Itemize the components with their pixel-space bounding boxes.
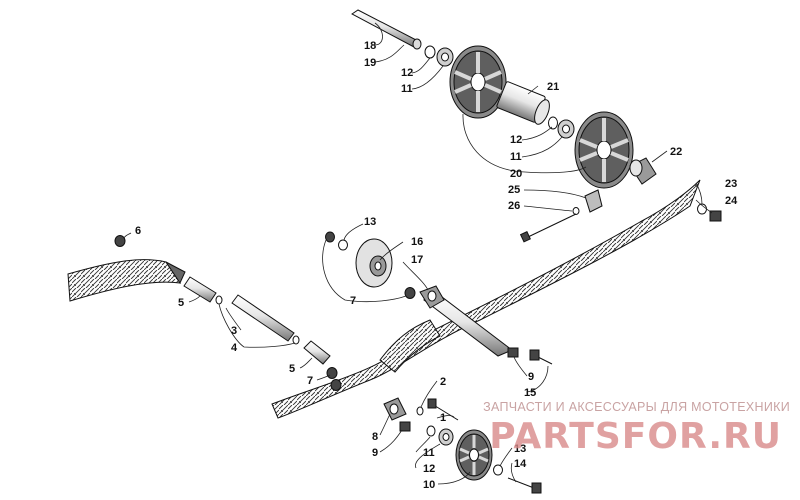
adjuster-bolt-26 (519, 213, 577, 243)
callout-23: 23 (725, 178, 737, 190)
left-slide-rail (67, 259, 186, 302)
callout-19: 19 (364, 57, 376, 69)
callout-17: 17 (411, 254, 423, 266)
callout-3: 3 (231, 325, 237, 337)
spacer-tube-21 (496, 81, 550, 125)
callout-14: 14 (514, 458, 527, 470)
ring-4-left (215, 295, 223, 305)
callout-7-lower: 7 (307, 375, 313, 387)
snap-ring-12-top (424, 45, 436, 59)
partsfor-logo: PARTSFOR.RU (489, 416, 782, 456)
idler-wheel-10 (455, 429, 493, 481)
callout-8: 8 (372, 431, 378, 443)
arm-bracket-8 (383, 397, 407, 421)
callout-9-lower: 9 (372, 447, 378, 459)
callout-12-mid: 12 (510, 134, 522, 146)
watermark-caption: ЗАПЧАСТИ И АКСЕССУАРЫ ДЛЯ МОТОТЕХНИКИ (483, 400, 790, 414)
callout-15: 15 (524, 387, 536, 399)
nut-13-upper (325, 231, 335, 243)
leader-lines (123, 22, 713, 485)
callout-12-lower: 12 (423, 463, 435, 475)
snap-ring-12-mid (548, 116, 558, 130)
nut-7-lower-b (330, 379, 342, 391)
callout-5-left: 5 (178, 297, 184, 309)
callout-labels: 18 19 12 11 21 12 11 20 22 25 26 23 24 6… (135, 40, 738, 491)
bearing-11-mid (557, 119, 575, 139)
callout-25: 25 (508, 184, 520, 196)
callout-10: 10 (423, 479, 435, 491)
callout-22: 22 (670, 146, 682, 158)
callout-21: 21 (547, 81, 559, 93)
bearing-11-top (436, 47, 454, 67)
callout-12-top: 12 (401, 67, 413, 79)
idler-wheel-upper (449, 45, 507, 119)
idler-wheel-16 (355, 238, 393, 288)
nut-7-lower (326, 367, 338, 379)
callout-6: 6 (135, 225, 141, 237)
axle-3 (231, 294, 295, 342)
watermark: ЗАПЧАСТИ И АКСЕССУАРЫ ДЛЯ МОТОТЕХНИКИ PA… (480, 400, 790, 456)
callout-24: 24 (725, 195, 738, 207)
bolt-9-lower (399, 421, 411, 432)
bolt-9-upper (507, 347, 519, 358)
washer-13-upper (338, 239, 348, 251)
idler-wheel-lower (574, 111, 634, 189)
callout-13-upper: 13 (364, 216, 376, 228)
callout-9-upper: 9 (528, 371, 534, 383)
bolt-14 (507, 477, 542, 494)
right-slide-rail (271, 179, 701, 419)
bearing-11-lower (438, 428, 454, 446)
spacer-5-right (303, 340, 331, 365)
ring-4-right (292, 335, 300, 345)
nut-6 (114, 235, 126, 247)
spacer-5-left (183, 276, 217, 303)
callout-16: 16 (411, 236, 423, 248)
callout-11-mid: 11 (510, 151, 522, 163)
arm-bracket-17 (419, 285, 445, 309)
adjuster-bracket-25 (584, 189, 603, 213)
callout-5-right: 5 (289, 363, 295, 375)
bolt-15 (529, 349, 553, 365)
callout-18: 18 (364, 40, 376, 52)
callout-26: 26 (508, 200, 520, 212)
callout-11-top: 11 (401, 83, 413, 95)
snap-ring-12-lower (426, 425, 436, 437)
watermark-logo-text: PARTSFOR.RU (489, 416, 782, 456)
washer-2 (416, 406, 424, 416)
callout-7-upper: 7 (350, 295, 356, 307)
callout-11-lower: 11 (423, 447, 435, 459)
washer-13-lower (493, 464, 503, 476)
adjuster-block-22 (629, 157, 657, 185)
callout-4: 4 (231, 342, 238, 354)
washer-25 (572, 207, 580, 215)
callout-2: 2 (440, 376, 446, 388)
bolt-24 (709, 210, 722, 222)
bolt-1 (427, 398, 459, 421)
rear-idler-axle (351, 9, 422, 50)
callout-1: 1 (440, 412, 446, 424)
callout-13-lower: 13 (514, 443, 526, 455)
callout-20: 20 (510, 168, 522, 180)
nut-7-upper (404, 287, 416, 299)
